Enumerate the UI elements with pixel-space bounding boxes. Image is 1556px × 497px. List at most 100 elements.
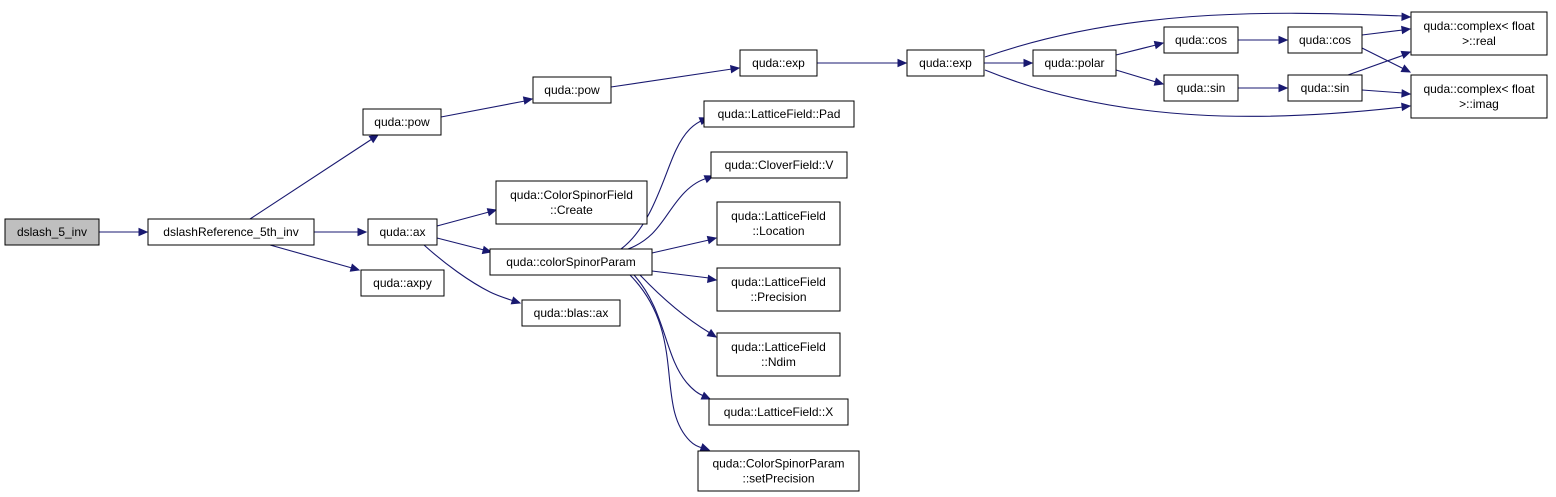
arrowhead	[1153, 77, 1165, 86]
node-label: ::setPrecision	[742, 472, 814, 486]
edge-line	[423, 244, 515, 302]
node-polar[interactable]: quda::polar	[1032, 49, 1117, 77]
node-label: quda::exp	[752, 56, 805, 70]
arrowhead	[481, 245, 493, 255]
arrowhead	[1400, 64, 1412, 73]
node-axpy[interactable]: quda::axpy	[360, 269, 445, 297]
node-box	[739, 49, 818, 77]
arrowhead	[1153, 40, 1165, 50]
edge-arrow	[1238, 83, 1289, 93]
edge-line	[269, 244, 353, 269]
arrowhead	[1023, 58, 1034, 68]
edge-line	[633, 274, 705, 397]
edge-arrow	[817, 58, 908, 68]
node-precision[interactable]: quda::LatticeField::Precision	[716, 267, 841, 312]
edge-line	[436, 211, 490, 227]
node-box	[703, 100, 855, 128]
edge-line	[1361, 89, 1404, 94]
arrowhead	[1400, 50, 1412, 59]
edge-line	[1361, 47, 1405, 70]
node-box	[716, 201, 841, 246]
edge-arrow	[1115, 40, 1165, 56]
edges-layer	[99, 12, 1412, 452]
node-label: quda::axpy	[373, 276, 432, 290]
arrowhead	[1401, 12, 1412, 21]
arrowhead	[706, 235, 718, 245]
node-label: quda::blas::ax	[534, 306, 609, 320]
edge-arrow	[1115, 69, 1165, 86]
node-label: quda::cos	[1299, 33, 1351, 47]
edge-arrow	[639, 274, 718, 338]
edge-line	[1115, 69, 1157, 83]
arrowhead	[510, 296, 522, 305]
node-label: quda::LatticeField	[731, 275, 826, 289]
node-label: quda::complex< float	[1423, 82, 1535, 96]
node-exp2[interactable]: quda::exp	[906, 49, 985, 77]
arrowhead	[706, 274, 718, 284]
node-sin1[interactable]: quda::sin	[1163, 74, 1239, 102]
node-sin2[interactable]: quda::sin	[1287, 74, 1363, 102]
node-label: quda::ColorSpinorField	[510, 188, 633, 202]
edge-arrow	[440, 96, 534, 118]
node-box	[708, 398, 849, 426]
node-csparam[interactable]: quda::colorSpinorParam	[489, 248, 653, 276]
edge-line	[1361, 29, 1404, 36]
node-dslash5inv[interactable]: dslash_5_inv	[4, 218, 100, 246]
node-label: quda::pow	[374, 115, 430, 129]
node-exp1[interactable]: quda::exp	[739, 49, 818, 77]
node-box	[1032, 49, 1117, 77]
edge-line	[440, 100, 526, 118]
node-pow2[interactable]: quda::pow	[532, 76, 612, 104]
nodes-layer: dslash_5_inv dslashReference_5th_inv quda:…	[4, 11, 1548, 492]
node-box	[362, 108, 442, 136]
node-label: quda::sin	[1301, 81, 1350, 95]
node-pow1[interactable]: quda::pow	[362, 108, 442, 136]
node-ndim[interactable]: quda::LatticeField::Ndim	[716, 332, 841, 377]
node-box	[360, 269, 445, 297]
edge-arrow	[629, 274, 711, 452]
edge-line	[249, 138, 373, 220]
node-label: quda::colorSpinorParam	[506, 255, 635, 269]
arrowhead	[700, 391, 712, 400]
node-imag[interactable]: quda::complex< float >::imag	[1410, 74, 1548, 119]
edge-line	[627, 177, 709, 250]
node-box	[147, 218, 315, 246]
arrowhead	[1278, 83, 1289, 93]
node-real[interactable]: quda::complex< float >::real	[1410, 11, 1548, 56]
edge-arrow	[651, 235, 718, 254]
edge-arrow	[269, 244, 361, 272]
node-cloverv[interactable]: quda::CloverField::V	[710, 151, 848, 179]
arrowhead	[368, 134, 380, 144]
node-x[interactable]: quda::LatticeField::X	[708, 398, 849, 426]
node-box	[906, 49, 985, 77]
node-label: quda::pow	[544, 83, 600, 97]
node-create[interactable]: quda::ColorSpinorField::Create	[495, 180, 648, 225]
node-label: ::Create	[550, 203, 593, 217]
edge-arrow	[984, 69, 1412, 117]
node-blasax[interactable]: quda::blas::ax	[521, 299, 621, 327]
node-box	[716, 267, 841, 312]
node-cos2[interactable]: quda::cos	[1287, 26, 1363, 54]
node-box	[1287, 74, 1363, 102]
node-ax[interactable]: quda::ax	[367, 218, 438, 246]
node-location[interactable]: quda::LatticeField::Location	[716, 201, 841, 246]
edge-arrow	[1361, 89, 1412, 98]
node-dslashref[interactable]: dslashReference_5th_inv	[147, 218, 315, 246]
arrowhead	[138, 227, 149, 237]
node-box	[4, 218, 100, 246]
node-cos1[interactable]: quda::cos	[1163, 26, 1239, 54]
edge-arrow	[610, 64, 741, 88]
node-box	[697, 450, 860, 492]
node-label: quda::sin	[1177, 81, 1226, 95]
edge-arrow	[984, 58, 1034, 68]
node-box	[716, 332, 841, 377]
edge-arrow	[249, 134, 380, 220]
node-box	[495, 180, 648, 225]
node-setprec[interactable]: quda::ColorSpinorParam::setPrecision	[697, 450, 860, 492]
edge-line	[610, 68, 733, 88]
node-label: quda::ColorSpinorParam	[712, 457, 844, 471]
node-label: quda::ax	[379, 225, 425, 239]
node-pad[interactable]: quda::LatticeField::Pad	[703, 100, 855, 128]
edge-arrow	[436, 237, 493, 255]
